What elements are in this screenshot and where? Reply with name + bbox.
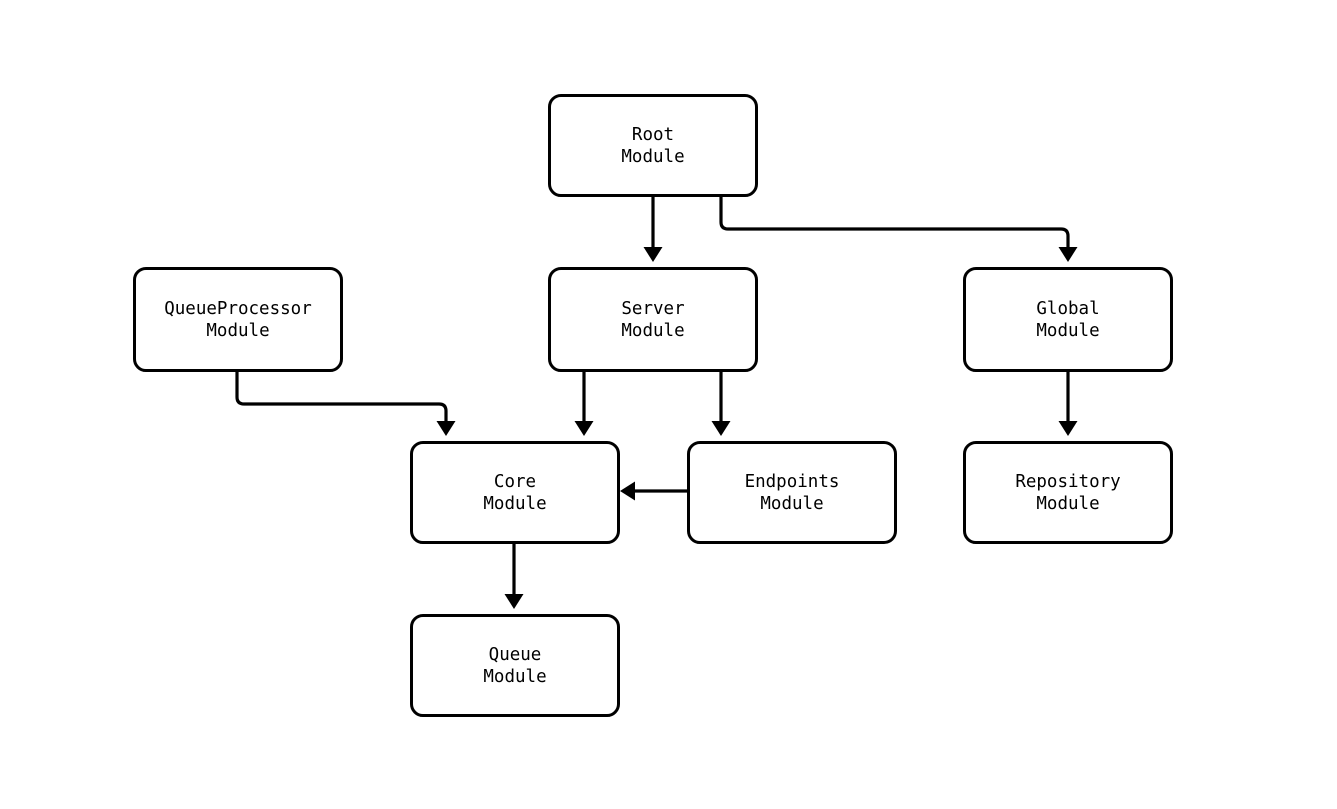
node-label-line1: Server bbox=[621, 298, 685, 319]
node-label-line1: QueueProcessor bbox=[164, 298, 312, 319]
node-label-line2: Module bbox=[483, 493, 547, 514]
edge-queueprocessor-to-core bbox=[235, 372, 448, 430]
edge-root-to-global bbox=[719, 197, 1070, 256]
arrowhead-root-to-server bbox=[643, 247, 663, 262]
node-label-line1: Root bbox=[631, 124, 675, 145]
arrowhead-queueprocessor-to-core bbox=[436, 421, 456, 436]
arrowhead-core-to-queue bbox=[504, 594, 524, 609]
node-label-line2: Module bbox=[206, 320, 270, 341]
arrowhead-server-to-core bbox=[574, 421, 594, 436]
arrowhead-root-to-global bbox=[1058, 247, 1078, 262]
node-label-line2: Module bbox=[621, 320, 685, 341]
node-label-line2: Module bbox=[1036, 320, 1100, 341]
arrowhead-server-to-endpoints bbox=[711, 421, 731, 436]
node-label-line1: Global bbox=[1036, 298, 1100, 319]
node-label-line1: Core bbox=[493, 471, 537, 492]
arrowhead-endpoints-to-core bbox=[620, 481, 635, 501]
node-label-line2: Module bbox=[760, 493, 824, 514]
node-label-line1: Endpoints bbox=[744, 471, 840, 492]
arrowhead-global-to-repository bbox=[1058, 421, 1078, 436]
node-label-line1: Repository bbox=[1015, 471, 1121, 492]
node-label-line2: Module bbox=[621, 146, 685, 167]
node-label-line2: Module bbox=[1036, 493, 1100, 514]
node-label-line1: Queue bbox=[488, 644, 542, 665]
node-label-line2: Module bbox=[483, 666, 547, 687]
